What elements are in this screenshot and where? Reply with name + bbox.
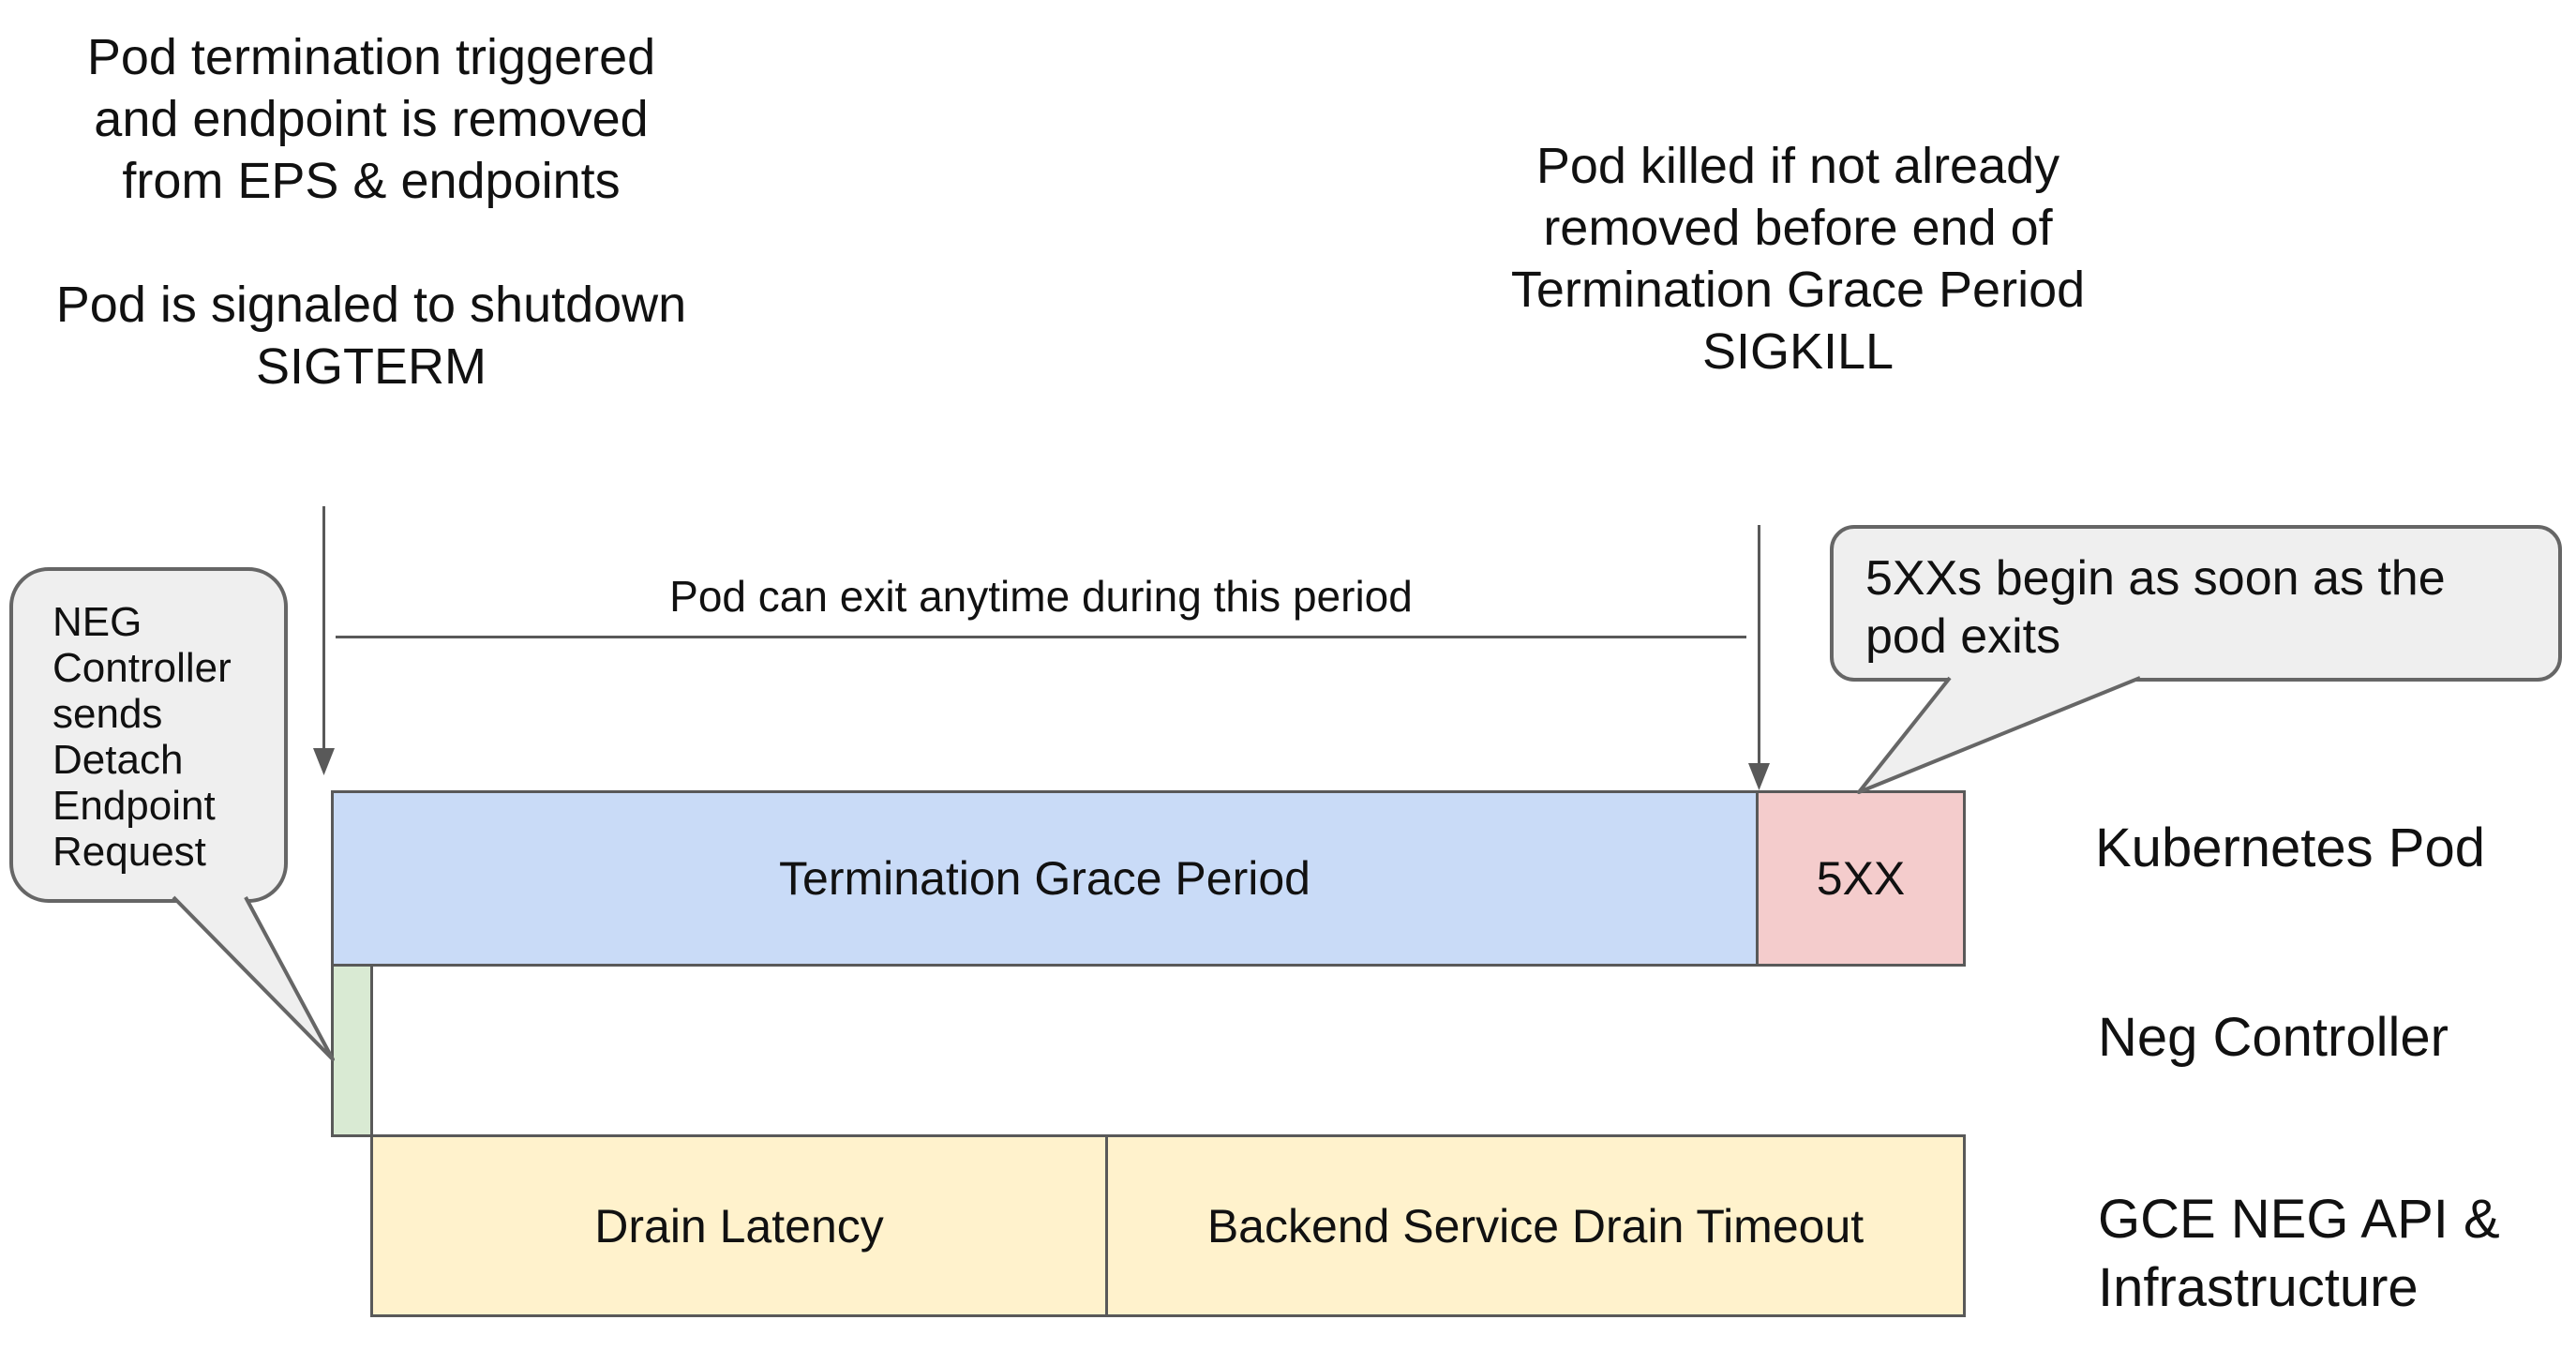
annotation-pod-killed: Pod killed if not already removed before…	[1510, 138, 2086, 380]
row-label-neg-controller: Neg Controller	[2098, 1007, 2449, 1068]
bar-termination-grace-period: Termination Grace Period	[331, 790, 1759, 967]
bar-backend-service-drain-timeout: Backend Service Drain Timeout	[1108, 1137, 1963, 1314]
row-label-kubernetes-pod: Kubernetes Pod	[2095, 818, 2485, 878]
period-span-line	[336, 636, 1746, 638]
callout-5xx-tail	[1857, 676, 2141, 794]
annotation-pod-can-exit: Pod can exit anytime during this period	[669, 572, 1413, 621]
callout-neg-controller-detach: NEG Controller sends Detach Endpoint Req…	[9, 567, 288, 903]
callout-neg-tail	[172, 895, 335, 1061]
bar-neg-controller-detach	[331, 964, 373, 1137]
bar-5xx: 5XX	[1756, 790, 1966, 967]
bar-gce-drain: Drain Latency Backend Service Drain Time…	[370, 1134, 1966, 1317]
callout-5xx-begin: 5XXs begin as soon as the pod exits	[1830, 525, 2562, 682]
bar-5xx-label: 5XX	[1816, 852, 1906, 905]
bar-termination-grace-period-label: Termination Grace Period	[779, 852, 1310, 905]
annotation-pod-termination: Pod termination triggered and endpoint i…	[55, 29, 687, 395]
row-label-gce-infrastructure: GCE NEG API & Infrastructure	[2098, 1189, 2500, 1318]
bar-backend-service-drain-timeout-label: Backend Service Drain Timeout	[1206, 1199, 1865, 1252]
sigkill-arrow	[1748, 525, 1770, 790]
bar-drain-latency-label: Drain Latency	[594, 1199, 884, 1252]
bar-drain-latency: Drain Latency	[373, 1137, 1108, 1314]
sigterm-arrow	[313, 506, 335, 775]
